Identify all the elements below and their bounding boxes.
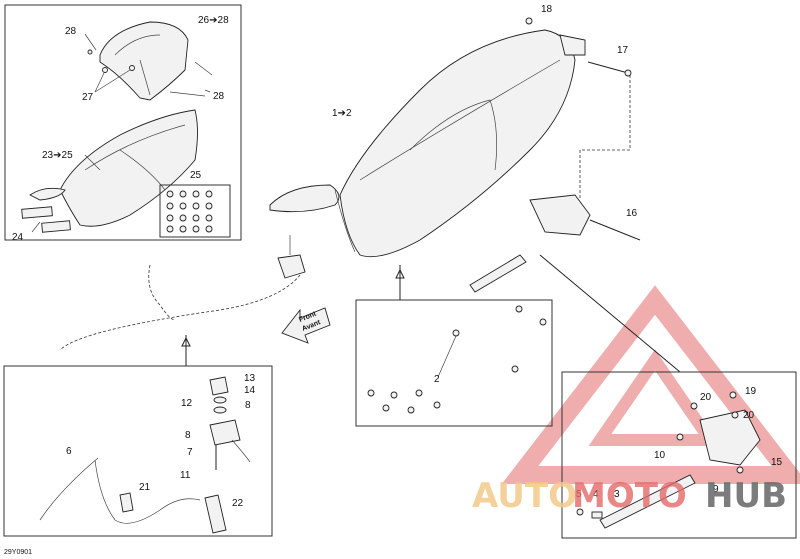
- arrow-head-main: [395, 268, 405, 279]
- callout-labels: 18 17 1➔2 16 2 28 26➔28 27 28 23➔25 25 2…: [12, 4, 783, 509]
- watermark-auto: AUTO: [472, 476, 577, 516]
- watermark-text: AUTO MOTO HUB: [472, 476, 787, 516]
- callout-4: 4: [593, 489, 599, 500]
- callout-3: 3: [614, 489, 620, 500]
- callout-27: 27: [82, 92, 94, 103]
- callout-23-25: 23➔25: [42, 150, 73, 161]
- callout-11: 11: [180, 470, 191, 481]
- callout-19: 19: [745, 386, 757, 397]
- inset-lock-assembly: [3, 365, 273, 537]
- inset-fasteners: [355, 299, 553, 427]
- callout-28-a: 28: [65, 26, 77, 37]
- callout-1-2: 1➔2: [332, 108, 352, 119]
- bolt-17: [579, 61, 632, 200]
- callout-24: 24: [12, 232, 24, 243]
- front-direction-arrow: Front Avant: [281, 307, 331, 344]
- callout-28-b: 28: [213, 91, 225, 102]
- callout-22: 22: [232, 498, 244, 509]
- arrow-head-lower-left: [181, 336, 191, 347]
- callout-20-a: 20: [700, 392, 712, 403]
- inset-latch-strut: [561, 371, 797, 539]
- watermark-hub: HUB: [705, 476, 787, 516]
- callout-14: 14: [244, 385, 256, 396]
- callout-5: 5: [576, 489, 582, 500]
- watermark-logo: [501, 285, 800, 484]
- callout-17: 17: [617, 45, 629, 56]
- callout-16: 16: [626, 208, 638, 219]
- latch-bracket: [469, 194, 641, 293]
- callout-7: 7: [187, 447, 193, 458]
- inset-accessory-seats: [4, 4, 242, 241]
- callout-12: 12: [181, 398, 193, 409]
- hardware-kit: [166, 190, 213, 233]
- diagram-code: 29Y0901: [4, 549, 32, 556]
- watermark-moto: MOTO: [572, 476, 687, 516]
- callout-9: 9: [713, 484, 719, 495]
- callout-2: 2: [434, 374, 440, 385]
- callout-8-b: 8: [185, 430, 191, 441]
- main-seat: [269, 17, 586, 258]
- callout-13: 13: [244, 373, 256, 384]
- seat-lock-cable: [59, 235, 306, 351]
- callout-8-a: 8: [245, 400, 251, 411]
- watermark-triangle-outer: [501, 285, 800, 484]
- callout-18: 18: [541, 4, 553, 15]
- callout-15: 15: [771, 457, 783, 468]
- callout-6: 6: [66, 446, 72, 457]
- watermark-triangle-inner: [588, 349, 722, 446]
- callout-25: 25: [190, 170, 202, 181]
- callout-20-b: 20: [743, 410, 755, 421]
- leader-lower-right: [539, 254, 681, 373]
- callout-21: 21: [139, 482, 151, 493]
- callout-26-28: 26➔28: [198, 15, 229, 26]
- callout-10: 10: [654, 450, 666, 461]
